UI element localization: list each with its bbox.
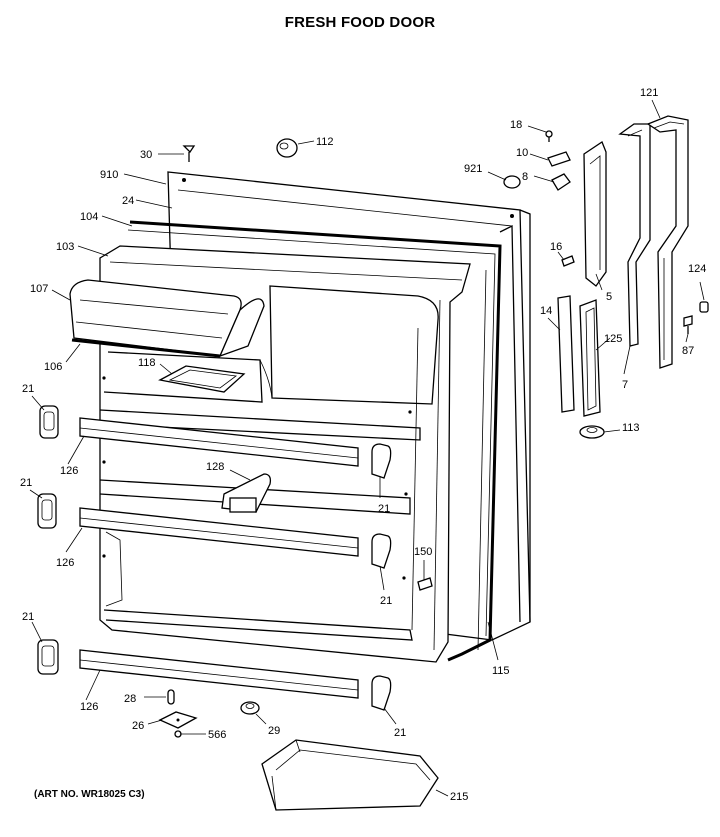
callout-21-left-1: 21 [22, 383, 34, 395]
door-gasket [127, 220, 502, 662]
bracket-26 [158, 711, 198, 729]
callout-14: 14 [540, 305, 552, 317]
callout-21-right-2: 21 [380, 595, 392, 607]
stop-28 [167, 689, 175, 705]
callout-5: 5 [606, 291, 612, 303]
callout-104: 104 [80, 211, 98, 223]
plug-112 [276, 138, 298, 158]
handle-insert-125 [579, 299, 601, 417]
shelf-clip-left-1 [39, 405, 59, 439]
callout-21-right-3: 21 [394, 727, 406, 739]
hinge-bracket-5 [583, 141, 607, 287]
shelf-clip-right-3 [371, 675, 392, 711]
callout-118: 118 [138, 357, 156, 369]
callout-128: 128 [206, 461, 224, 473]
callout-21-left-2: 21 [20, 477, 32, 489]
callout-121: 121 [640, 87, 658, 99]
screw-18 [545, 130, 553, 142]
callout-10: 10 [516, 147, 528, 159]
callout-566: 566 [208, 729, 226, 741]
door-shelf-lower [79, 649, 359, 699]
callout-125: 125 [604, 333, 622, 345]
leader-lines [29, 99, 705, 797]
handle-121 [646, 115, 689, 369]
callout-910: 910 [100, 169, 118, 181]
callout-107: 107 [30, 283, 48, 295]
callout-21-right-1: 21 [378, 503, 390, 515]
screw-124 [699, 301, 709, 313]
callout-labels: 30 112 910 24 104 103 107 106 118 21 21 … [20, 87, 706, 803]
callout-87: 87 [682, 345, 694, 357]
dairy-door [69, 279, 265, 358]
cap-921 [503, 175, 521, 189]
shelf-clip-right-1 [371, 443, 392, 479]
shelf-retainer [221, 473, 272, 513]
callout-18: 18 [510, 119, 522, 131]
callout-113: 113 [622, 422, 640, 434]
callout-124: 124 [688, 263, 706, 275]
callout-103: 103 [56, 241, 74, 253]
callout-26: 26 [132, 720, 144, 732]
callout-921: 921 [464, 163, 482, 175]
butter-compartment [158, 365, 246, 393]
callout-150: 150 [414, 546, 432, 558]
screw-150 [417, 577, 433, 591]
callout-106: 106 [44, 361, 62, 373]
callout-115: 115 [492, 665, 510, 677]
callout-30: 30 [140, 149, 152, 161]
door-shelf-middle [79, 507, 359, 557]
callout-16: 16 [550, 241, 562, 253]
screw-87 [683, 315, 693, 334]
callout-126-lower: 126 [80, 701, 98, 713]
callout-24: 24 [122, 195, 134, 207]
cap-113 [579, 425, 605, 439]
callout-21-left-3: 21 [22, 611, 34, 623]
callout-29: 29 [268, 725, 280, 737]
handle-7 [618, 123, 651, 347]
callout-8: 8 [522, 171, 528, 183]
shelf-clip-right-2 [371, 533, 392, 569]
screw-30 [182, 145, 196, 162]
callout-126-middle: 126 [56, 557, 74, 569]
door-bin-215 [261, 739, 439, 811]
callout-112: 112 [316, 136, 334, 148]
clip-10 [547, 151, 571, 167]
callout-215: 215 [450, 791, 468, 803]
screw-16 [561, 255, 575, 267]
shelf-clip-left-3 [37, 639, 59, 675]
callout-28: 28 [124, 693, 136, 705]
door-shelf-upper [79, 417, 359, 467]
diagram-title: FRESH FOOD DOOR [284, 14, 436, 31]
callout-7: 7 [622, 379, 628, 391]
art-number: (ART NO. WR18025 C3) [34, 789, 145, 800]
shelf-clip-left-2 [37, 493, 57, 529]
callout-126-upper: 126 [60, 465, 78, 477]
handle-cover-14 [557, 295, 575, 413]
clip-8 [551, 173, 571, 191]
cap-29 [240, 701, 260, 715]
